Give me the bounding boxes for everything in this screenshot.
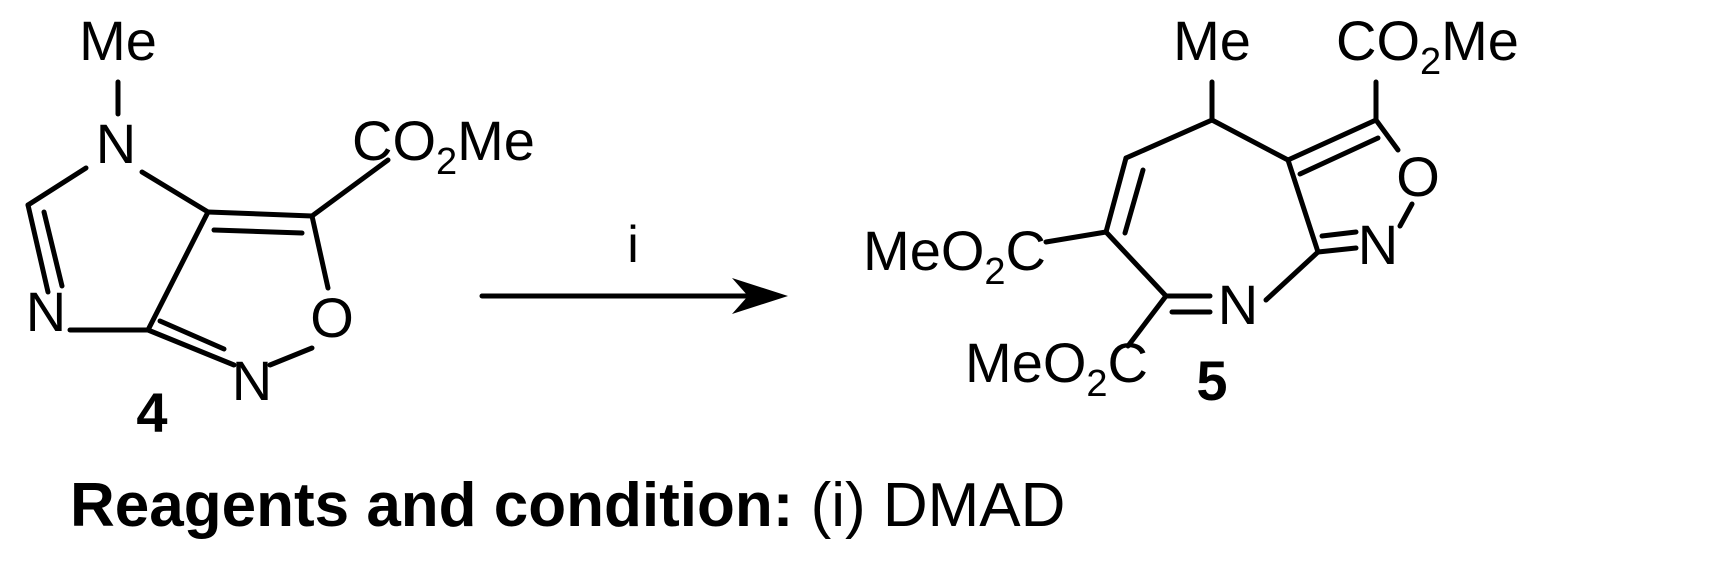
product-number: 5 <box>1196 349 1227 412</box>
arrow-condition-label: i <box>627 216 639 274</box>
bond-n-c3a <box>145 327 237 368</box>
bond-c5-c6-double <box>1122 167 1146 236</box>
bond-c8a-c3a <box>1285 157 1321 255</box>
bond-c4-c5 <box>1123 117 1215 161</box>
product-ester-top-label: CO2Me <box>1336 9 1519 83</box>
reactant-n-imidazole-label: N <box>26 280 66 343</box>
reactant-number: 4 <box>136 381 167 444</box>
arrow-head <box>732 278 788 314</box>
bond-n-c8a-double <box>1319 229 1359 239</box>
reagents-caption: Reagents and condition: (i) DMAD <box>70 470 1065 541</box>
bond-c6-c7 <box>1103 229 1169 299</box>
product-structure: Me CO2Me O N N MeO2C MeO2C 5 <box>863 9 1519 412</box>
reactant-o-ring-label: O <box>310 286 354 349</box>
bond-n-c8a <box>1263 249 1321 303</box>
bond-n-c6a <box>139 169 211 215</box>
bond-c3-o <box>309 213 331 291</box>
reactant-ester-label: CO2Me <box>352 109 535 183</box>
product-n-isoxazole-label: N <box>1358 213 1398 276</box>
product-methyl-label: Me <box>1173 9 1251 72</box>
bond-n-c8a <box>1315 245 1359 255</box>
bond-o-n <box>267 345 315 368</box>
bond-c1-n2 <box>25 202 51 295</box>
bond-o-n <box>1397 201 1415 229</box>
product-ester-upper-label: MeO2C <box>863 219 1046 293</box>
bond-c7-ester-lower <box>1125 293 1169 349</box>
bond-c6a-c3 <box>205 209 315 219</box>
reagents-caption-text: (i) DMAD <box>793 471 1066 540</box>
bond-c3-o <box>1373 117 1401 153</box>
bond-c5-c6 <box>1103 155 1129 235</box>
bond-c6a-c3-double <box>211 227 305 236</box>
bond-c3a-c6a <box>145 209 211 333</box>
reactant-n-methyl-label: N <box>96 112 136 175</box>
bond-n-c3a-double <box>157 318 227 352</box>
product-n-azepine-label: N <box>1218 273 1258 336</box>
bond-c3-ester <box>309 157 391 219</box>
bond-c1-n2-double <box>41 209 65 289</box>
bond-c3a-c3-double <box>1297 135 1381 177</box>
reactant-structure: Me N N O N CO2Me 4 <box>25 9 535 444</box>
reactant-n-isoxazole-label: N <box>232 349 272 412</box>
reactant-methyl-label: Me <box>79 9 157 72</box>
bond-n-c1 <box>25 165 89 208</box>
bond-c6-ester-upper <box>1043 229 1109 245</box>
bond-c4-c3a <box>1209 117 1291 163</box>
reaction-arrow: i <box>479 216 788 314</box>
reagents-caption-heading: Reagents and condition: <box>70 471 794 540</box>
product-o-ring-label: O <box>1396 145 1440 208</box>
product-ester-lower-label: MeO2C <box>965 331 1148 405</box>
bond-c3a-c3 <box>1285 117 1379 163</box>
